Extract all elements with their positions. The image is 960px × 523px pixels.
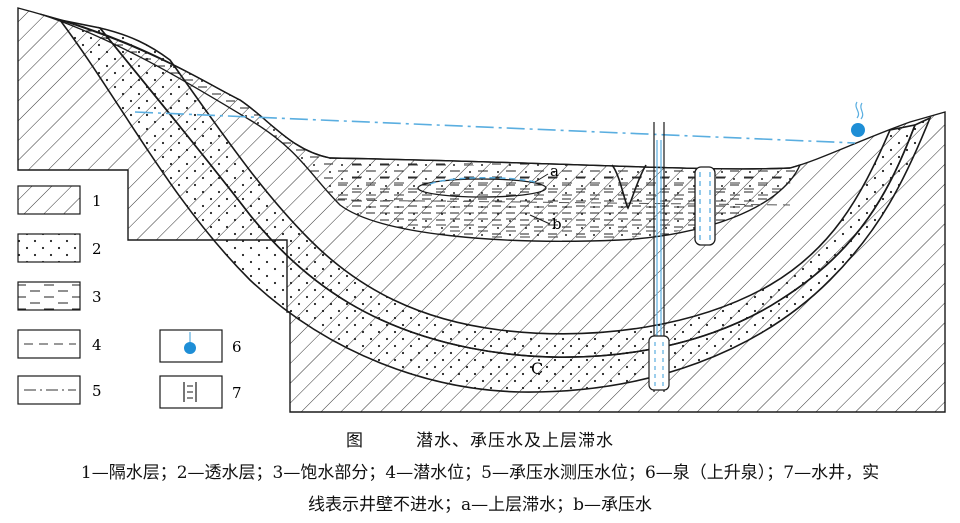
legend-num-1: 1 [92, 192, 102, 210]
legend-num-7: 7 [232, 384, 242, 402]
figure-label: 图 [346, 431, 364, 451]
stream-notch [611, 164, 647, 210]
legend-num-5: 5 [92, 382, 102, 400]
water-table-line [334, 199, 791, 206]
well-icon [183, 382, 197, 402]
legend-num-3: 3 [92, 288, 102, 306]
label-a: a [550, 162, 559, 180]
legend-caption-line-2: 线表示井壁不进水；a—上层滞水；b—承压水 [307, 495, 653, 515]
legend: 1 2 3 4 5 6 7 [17, 185, 242, 409]
legend-swatch-1 [17, 185, 81, 215]
legend-swatch-2 [17, 233, 81, 263]
legend-num-6: 6 [232, 338, 242, 356]
spring-icon [851, 101, 865, 137]
label-c: C [531, 359, 543, 378]
legend-num-2: 2 [92, 240, 102, 258]
confined-aquifer-outer [58, 18, 932, 393]
legend-caption-line-1: 1—隔水层；2—透水层；3—饱水部分；4—潜水位；5—承压水测压水位；6—泉（上… [80, 463, 880, 483]
label-b: b [552, 215, 562, 233]
saturated-zone [335, 162, 792, 240]
piezometric-level-line [134, 111, 856, 144]
well-deep [648, 122, 670, 392]
legend-swatch-3 [17, 281, 81, 311]
cross-section [17, 7, 946, 413]
legend-num-4: 4 [92, 336, 102, 354]
water-levels [134, 111, 856, 206]
well-shallow [694, 166, 716, 246]
perched-water-lens: a b [417, 162, 562, 233]
figure-title: 图 潜水、承压水及上层滞水 [0, 426, 960, 451]
figure-title-text: 潜水、承压水及上层滞水 [416, 431, 614, 451]
